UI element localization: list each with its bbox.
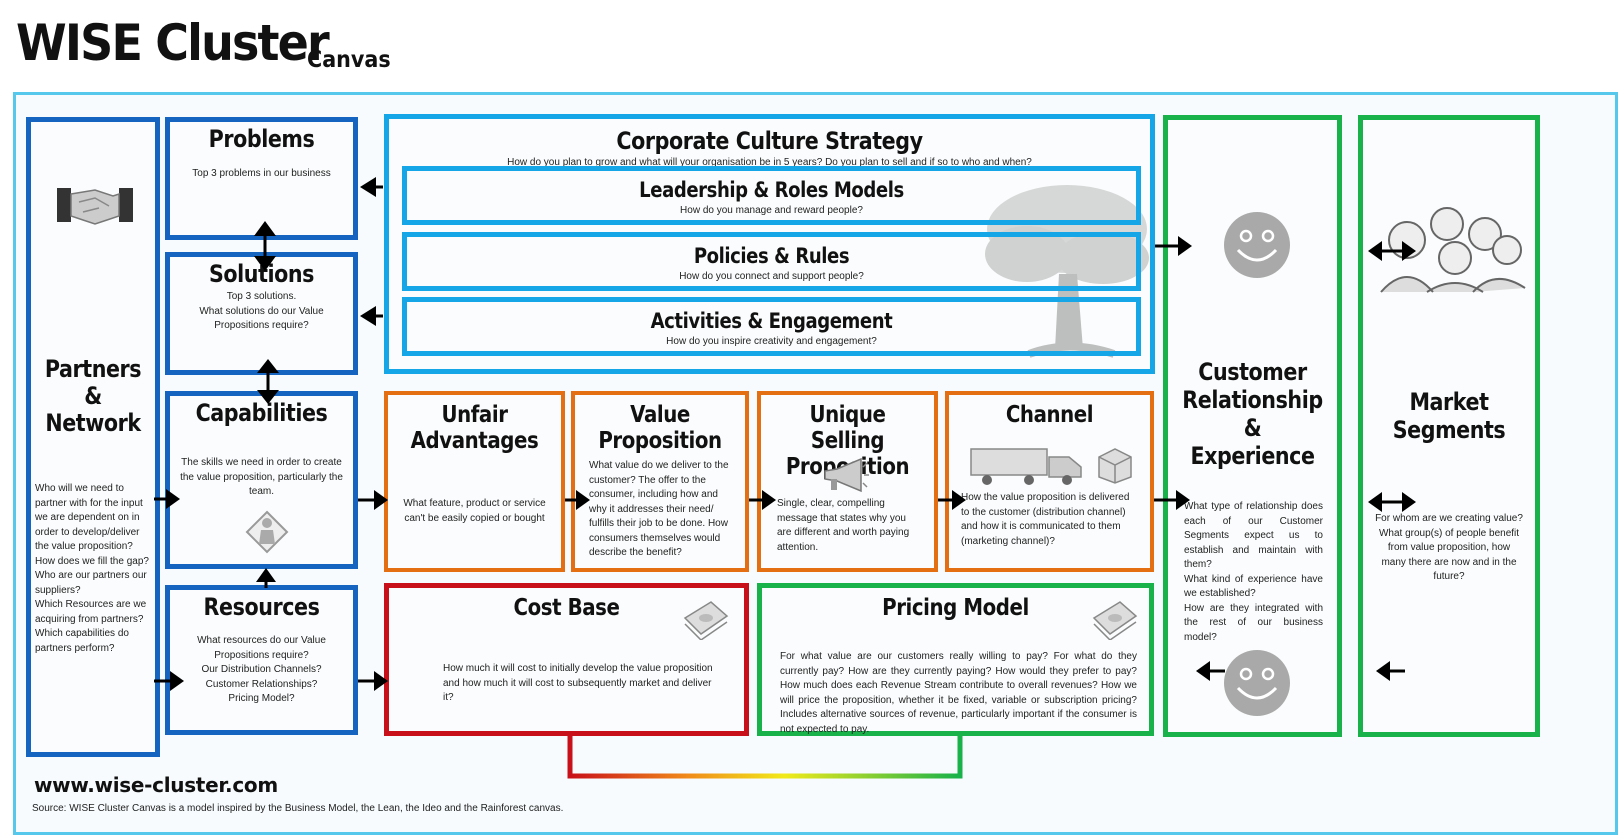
- arrow-right-icon: [358, 490, 388, 510]
- arrow-right-icon: [938, 490, 966, 510]
- problems-title: Problems: [208, 125, 315, 153]
- unfair-title-line1: Unfair: [441, 402, 508, 428]
- value-title-line2: Proposition: [598, 427, 722, 454]
- pricing-description: For what value are our customers really …: [780, 651, 1137, 735]
- pricing-title: Pricing Model: [882, 595, 1029, 621]
- arrow-left-icon: [1376, 661, 1405, 681]
- people-group-icon: [1380, 207, 1526, 293]
- money-icon: [1092, 601, 1138, 640]
- cost-base-block: Cost Base How much it will cost to initi…: [384, 583, 749, 736]
- website-link[interactable]: www.wise-cluster.com: [34, 773, 278, 797]
- problems-block: Problems Top 3 problems in our business: [165, 117, 358, 240]
- channel-title: Channel: [1005, 402, 1094, 428]
- arrow-left-icon: [360, 306, 383, 326]
- value-description: What value do we deliver to the customer…: [589, 460, 729, 558]
- source-note: Source: WISE Cluster Canvas is a model i…: [32, 803, 564, 814]
- partners-description: Who will we need to partner with for the…: [35, 483, 149, 654]
- solutions-block: Solutions Top 3 solutions. What solution…: [165, 252, 358, 375]
- culture-description: How do you plan to grow and what will yo…: [507, 157, 1032, 168]
- relationship-title-line2: Relationship: [1182, 386, 1323, 415]
- segments-description: For whom are we creating value? What gro…: [1375, 513, 1523, 582]
- resources-title: Resources: [203, 593, 320, 621]
- partners-network-block: Partners & Network Who will we need to p…: [26, 117, 160, 757]
- segments-title-line2: Segments: [1392, 416, 1506, 445]
- arrow-left-icon: [360, 177, 383, 197]
- capabilities-title: Capabilities: [195, 399, 328, 427]
- segments-title-line1: Market: [1409, 388, 1489, 416]
- problems-description: Top 3 problems in our business: [192, 168, 331, 179]
- arrow-right-icon: [154, 489, 180, 509]
- corporate-culture-block: Corporate Culture Strategy How do you pl…: [384, 114, 1155, 374]
- smiley-icon: [1224, 212, 1290, 278]
- arrow-right-icon: [358, 671, 388, 691]
- partners-title-line1: Partners: [44, 355, 142, 383]
- culture-title: Corporate Culture Strategy: [616, 127, 923, 155]
- smiley-icon: [1224, 650, 1290, 716]
- cost-description: How much it will cost to initially devel…: [443, 663, 713, 703]
- arrow-right-icon: [1155, 236, 1192, 256]
- capabilities-block: Capabilities The skills we need in order…: [165, 391, 358, 569]
- policies-block: Policies & Rules How do you connect and …: [402, 232, 1141, 291]
- handshake-icon: [57, 188, 133, 225]
- value-proposition-block: Value Proposition What value do we deliv…: [571, 391, 749, 572]
- relationship-title-line3: &: [1243, 414, 1262, 443]
- unfair-description: What feature, product or service can't b…: [403, 498, 546, 524]
- partners-title-line3: Network: [45, 408, 141, 437]
- pricing-model-block: Pricing Model For what value are our cus…: [757, 583, 1154, 736]
- channel-description: How the value proposition is delivered t…: [961, 492, 1130, 547]
- arrow-right-icon: [749, 490, 776, 510]
- channel-block: Channel How the value proposition is del…: [945, 391, 1154, 572]
- cost-pricing-connector: [567, 736, 963, 779]
- money-icon: [683, 601, 729, 640]
- activities-title: Activities & Engagement: [650, 309, 893, 333]
- arrow-left-icon: [1196, 661, 1225, 681]
- arrow-double-vertical-icon: [257, 359, 279, 404]
- package-icon: [1098, 448, 1132, 484]
- truck-icon: [970, 448, 1082, 485]
- resources-description: What resources do our Value Propositions…: [197, 635, 326, 704]
- usp-block: Unique Selling Proposition Single, clear…: [757, 391, 938, 572]
- activities-description: How do you inspire creativity and engage…: [666, 336, 877, 347]
- leadership-description: How do you manage and reward people?: [680, 205, 863, 216]
- relationship-description: What type of relationship does each of o…: [1184, 501, 1323, 643]
- arrow-double-horizontal-icon: [1368, 241, 1416, 261]
- cost-title: Cost Base: [513, 595, 620, 621]
- solutions-description: Top 3 solutions. What solutions do our V…: [199, 291, 324, 331]
- team-icon: [245, 510, 289, 554]
- arrow-double-vertical-icon: [254, 221, 276, 271]
- policies-title: Policies & Rules: [693, 244, 850, 268]
- leadership-title: Leadership & Roles Models: [639, 178, 904, 202]
- capabilities-description: The skills we need in order to create th…: [180, 457, 343, 497]
- partners-title-line2: &: [84, 381, 102, 410]
- relationship-title-line4: Experience: [1190, 442, 1315, 471]
- tree-icon: [985, 185, 1149, 358]
- usp-title-line1: Unique Selling: [809, 402, 886, 454]
- customer-relationship-block: Customer Relationship & Experience What …: [1163, 115, 1342, 737]
- policies-description: How do you connect and support people?: [679, 271, 864, 282]
- megaphone-icon: [824, 457, 869, 493]
- unfair-title-line2: Advantages: [410, 427, 539, 454]
- relationship-title-line1: Customer: [1198, 358, 1307, 386]
- arrow-double-horizontal-icon: [1368, 492, 1416, 512]
- value-title-line1: Value: [630, 402, 690, 428]
- page-subtitle: Canvas: [307, 47, 391, 73]
- market-segments-block: Market Segments For whom are we creating…: [1358, 115, 1540, 737]
- unfair-advantages-block: Unfair Advantages What feature, product …: [384, 391, 565, 572]
- resources-block: Resources What resources do our Value Pr…: [165, 585, 358, 735]
- usp-description: Single, clear, compelling message that s…: [777, 498, 910, 553]
- arrow-up-icon: [256, 568, 276, 588]
- arrow-right-icon: [1154, 490, 1190, 510]
- arrow-right-icon: [154, 671, 184, 691]
- arrow-right-icon: [565, 490, 590, 510]
- page-title: WISE Cluster: [16, 14, 330, 72]
- activities-block: Activities & Engagement How do you inspi…: [402, 297, 1141, 356]
- leadership-block: Leadership & Roles Models How do you man…: [402, 166, 1141, 225]
